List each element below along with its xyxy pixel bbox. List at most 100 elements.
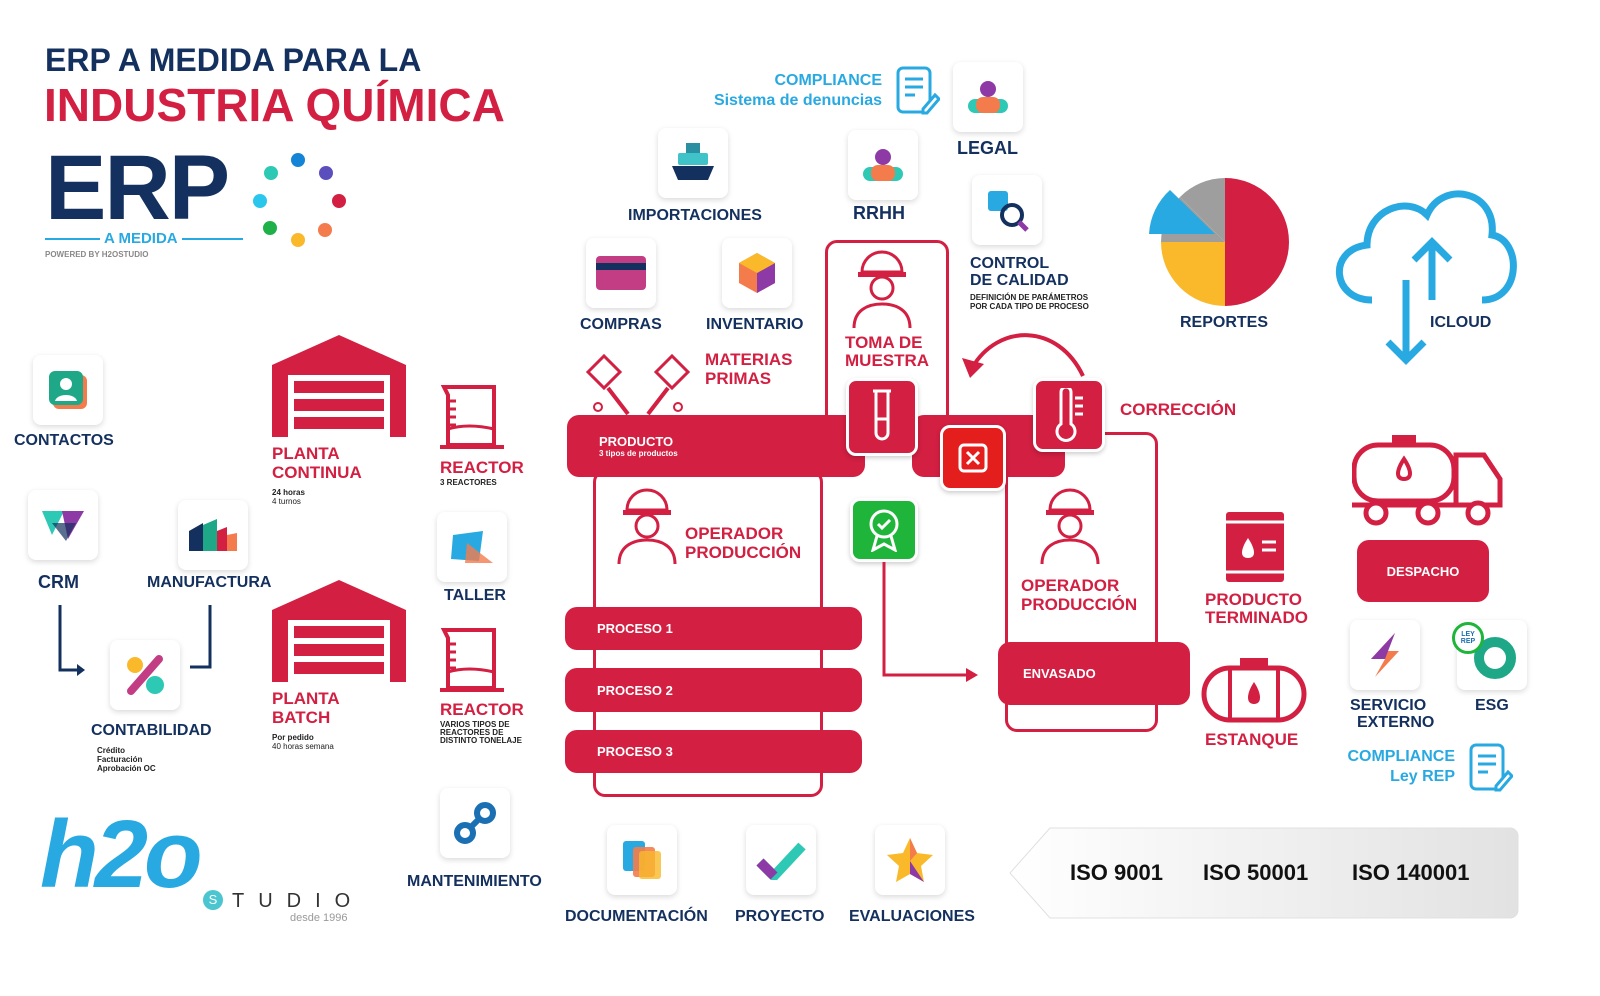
cloud-sync-icon[interactable] [1322,170,1522,370]
evaluaciones-label: EVALUACIONES [849,908,975,925]
icloud-label: ICLOUD [1430,314,1492,331]
document-edit-icon [896,66,940,115]
since-year: desde 1996 [290,912,348,924]
warehouse-icon [272,580,406,682]
cube-icon [739,253,775,293]
a-medida-label: A MEDIDA [100,230,182,247]
inventario-tile[interactable] [722,238,792,308]
documentacion-tile[interactable] [607,825,677,895]
taller-tile[interactable] [437,512,507,582]
hands-icon [585,353,691,416]
manufactura-tile[interactable] [178,500,248,570]
inventario-label: INVENTARIO [706,316,804,333]
evaluaciones-tile[interactable] [875,825,945,895]
operador-2-line2: PRODUCCIÓN [1021,595,1138,614]
erp-logo: ERP A MEDIDA POWERED BY H2OSTUDIO [45,137,365,260]
toma-muestra-1: TOMA DE [845,333,923,352]
reactor-1-sub: 3 REACTORES [440,478,497,487]
planta-continua-sub-1: 24 horas [272,488,305,497]
materias-primas-1: MATERIAS [705,350,793,369]
beaker-icon [440,628,504,692]
ley-rep-badge: LEY REP [1452,622,1484,654]
proceso-1-bar[interactable]: PROCESO 1 [565,607,862,650]
mantenimiento-label: MANTENIMIENTO [407,873,542,890]
compliance-subtitle[interactable]: Sistema de denuncias [713,92,882,109]
worker-icon [617,488,677,565]
operador-1-line2: PRODUCCIÓN [685,543,802,562]
crm-tile[interactable] [28,490,98,560]
reactor-2-sub: DISTINTO TONELAJE [440,736,522,745]
worker-icon [852,250,912,329]
title-line-1: ERP A MEDIDA PARA LA [45,42,422,78]
flow-arrows [58,605,212,676]
compliance-rep-subtitle[interactable]: Ley REP [1390,768,1455,785]
envasado-bar[interactable]: ENVASADO [998,642,1190,705]
rrhh-label: RRHH [853,203,905,223]
taller-label: TALLER [444,587,506,604]
people-icon [863,149,903,181]
rrhh-tile[interactable] [848,130,918,200]
ship-icon [672,143,714,180]
toma-muestra-2: MUESTRA [845,351,930,370]
producto-terminado-2: TERMINADO [1205,608,1308,627]
producto-terminado-1: PRODUCTO [1205,590,1302,609]
crm-icon [42,511,84,541]
powered-by: POWERED BY H2OSTUDIO [45,250,149,259]
reactor-2-label: REACTOR [440,700,524,719]
compras-label: COMPRAS [580,316,662,333]
documentacion-label: DOCUMENTACIÓN [565,908,708,925]
contabilidad-item: Facturación [97,755,143,764]
test-tube-tile[interactable] [846,378,918,456]
control-calidad-tile[interactable] [972,175,1042,245]
contabilidad-tile[interactable] [110,640,180,710]
proceso-3-bar[interactable]: PROCESO 3 [565,730,862,773]
iso-140001: ISO 140001 [1352,860,1470,885]
despacho-button[interactable]: DESPACHO [1357,540,1489,602]
manufactura-label: MANUFACTURA [147,574,272,591]
studio-wordmark: TUDIO [232,890,365,912]
barrel-icon [1226,512,1284,582]
curved-arrow-icon [962,333,1085,378]
servicio-externo-2: EXTERNO [1357,714,1435,731]
servicio-externo-tile[interactable] [1350,620,1420,690]
contabilidad-item: Crédito [97,746,125,755]
credit-card-icon [596,256,646,290]
esg-ring-icon [1474,637,1516,679]
compras-tile[interactable] [586,238,656,308]
correccion-label: CORRECCIÓN [1120,400,1237,419]
control-calidad-sub-1: DEFINICIÓN DE PARÁMETROS [970,293,1089,302]
thermometer-tile[interactable] [1033,378,1105,452]
pie-chart-icon[interactable] [1145,176,1290,308]
approve-tile[interactable] [850,498,918,562]
mantenimiento-tile[interactable] [440,788,510,858]
studio-s-badge: S [203,890,223,910]
worker-icon [1040,488,1100,565]
proyecto-tile[interactable] [746,825,816,895]
contactos-tile[interactable] [33,355,103,425]
proceso-2-bar[interactable]: PROCESO 2 [565,668,862,712]
operador-2-line1: OPERADOR [1021,576,1120,595]
test-tube-icon [873,389,891,441]
importaciones-label: IMPORTACIONES [628,207,762,224]
importaciones-tile[interactable] [658,128,728,198]
producto-bar[interactable]: PRODUCTO 3 tipos de productos [567,415,865,477]
legal-tile[interactable] [953,62,1023,132]
checkmark-icon [756,842,806,880]
reactor-2-sub: VARIOS TIPOS DE [440,720,510,729]
beaker-icon [440,385,504,449]
esg-label: ESG [1475,697,1509,714]
iso-9001: ISO 9001 [1070,860,1163,885]
operador-1-line1: OPERADOR [685,524,784,543]
proyecto-label: PROYECTO [735,908,825,925]
taller-icon [451,531,493,563]
contactos-label: CONTACTOS [14,432,114,449]
planta-batch-2: BATCH [272,708,331,727]
servicio-externo-1: SERVICIO [1350,697,1427,714]
reject-tile[interactable] [940,425,1006,491]
document-edit-icon [1469,743,1513,792]
approve-arrow [882,562,978,682]
percent-icon [127,655,164,695]
layers-icon [623,841,661,879]
crm-label: CRM [38,572,79,592]
control-calidad-sub-2: POR CADA TIPO DE PROCESO [970,302,1089,311]
